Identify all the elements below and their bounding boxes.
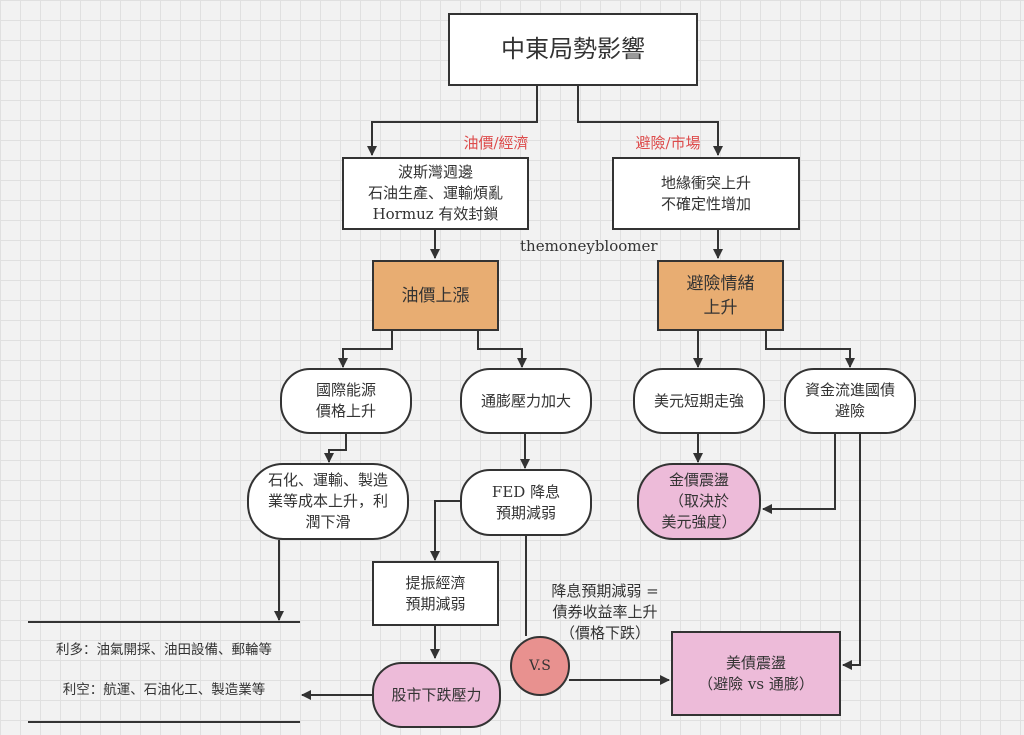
energy-price-text: 國際能源 價格上升 (315, 381, 376, 420)
usd-strong-node[interactable]: 美元短期走強 (633, 368, 765, 434)
inflation-text: 通膨壓力加大 (480, 391, 571, 410)
benefit-sectors: 利多：油氣開採、油田設備、郵輪等 (56, 642, 272, 658)
treasury-volatility-text: 美債震盪 （避險 vs 通膨） (698, 653, 814, 693)
harm-sectors: 利空：航運、石油化工、製造業等 (62, 682, 266, 698)
oil-price-up-node[interactable]: 油價上漲 (372, 260, 499, 331)
fed-text: FED 降息 預期減弱 (491, 482, 561, 522)
flow-to-bonds-node[interactable]: 資金流進國債 避險 (784, 368, 916, 434)
rate-note: 降息預期減弱 = 債券收益率上升 （價格下跌） (551, 582, 659, 642)
edge-oil-energy (338, 331, 393, 368)
edge-bonds-gold (762, 433, 836, 514)
root-node-text: 中東局勢影響 (501, 35, 645, 63)
watermark: themoneybloomer (520, 237, 658, 255)
gulf-disruption-node[interactable]: 波斯灣週邊 石油生產、運輸煩亂 Hormuz 有效封鎖 (342, 157, 529, 230)
edge-oil-inflation (477, 331, 527, 368)
inflation-node[interactable]: 通膨壓力加大 (460, 368, 592, 434)
gulf-disruption-text: 波斯灣週邊 石油生產、運輸煩亂 Hormuz 有效封鎖 (367, 163, 503, 223)
oil-price-up-text: 油價上漲 (401, 285, 470, 306)
edge-bonds-treasury (842, 433, 861, 670)
branch-label-hedge-market: 避險/市場 (635, 134, 701, 152)
geopolitical-node[interactable]: 地緣衝突上升 不確定性增加 (612, 157, 800, 230)
cost-rise-text: 石化、運輸、製造 業等成本上升，利 潤下滑 (267, 471, 388, 531)
geopolitical-text: 地緣衝突上升 不確定性增加 (660, 173, 751, 213)
branch-label-oil-economy: 油價/經濟 (463, 134, 529, 152)
flow-to-bonds-text: 資金流進國債 避險 (804, 381, 895, 420)
root-node[interactable]: 中東局勢影響 (448, 13, 698, 86)
energy-price-node[interactable]: 國際能源 價格上升 (280, 368, 412, 434)
edge-fed-growth (430, 500, 462, 561)
gold-volatility-node[interactable]: 金價震盪 （取決於 美元強度） (637, 463, 761, 540)
stock-pressure-node[interactable]: 股市下跌壓力 (372, 662, 501, 728)
list-bottom-divider (28, 721, 300, 723)
list-top-divider (28, 621, 300, 623)
edge-risk-bonds (765, 331, 855, 368)
cost-rise-node[interactable]: 石化、運輸、製造 業等成本上升，利 潤下滑 (247, 463, 409, 540)
risk-off-text: 避險情緒 上升 (686, 273, 755, 318)
risk-off-node[interactable]: 避險情緒 上升 (657, 260, 784, 331)
growth-expectation-text: 提振經濟 預期減弱 (405, 573, 466, 613)
usd-strong-text: 美元短期走強 (653, 391, 744, 410)
stock-pressure-text: 股市下跌壓力 (391, 685, 482, 704)
vs-node[interactable]: V.S (510, 636, 570, 696)
growth-expectation-node[interactable]: 提振經濟 預期減弱 (372, 561, 499, 626)
gold-volatility-text: 金價震盪 （取決於 美元強度） (661, 471, 737, 531)
edge-energy-cost (324, 433, 347, 463)
treasury-volatility-node[interactable]: 美債震盪 （避險 vs 通膨） (671, 631, 841, 716)
vs-text: V.S (529, 657, 551, 674)
fed-node[interactable]: FED 降息 預期減弱 (460, 469, 592, 536)
